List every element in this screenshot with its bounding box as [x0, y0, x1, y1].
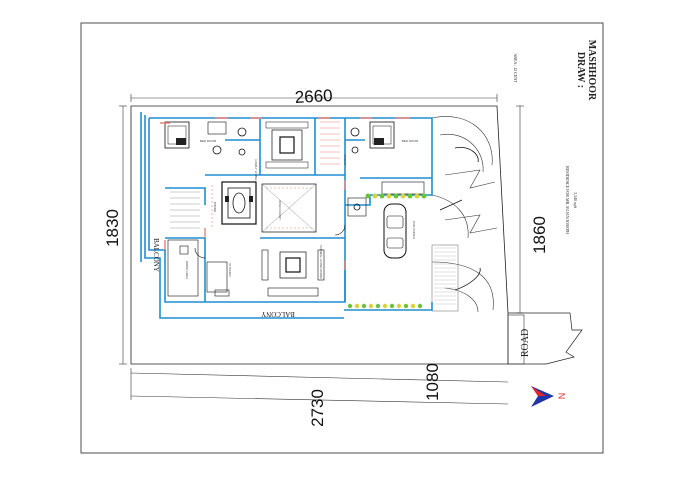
- bedroom-2-label: BED ROOM: [402, 139, 419, 143]
- sitout: [347, 197, 367, 217]
- car-icon: [383, 203, 407, 259]
- dimension-right: 1860: [530, 216, 549, 254]
- dimension-lines: [119, 94, 524, 405]
- upper-living: [265, 121, 340, 169]
- car-porch-label: CAR PORCH: [412, 221, 416, 239]
- bedroom-1: [164, 121, 247, 156]
- work-area-label: WORK AREA: [185, 261, 189, 279]
- balcony-bottom-label: BALCONY: [261, 310, 295, 318]
- driveway: [431, 116, 498, 313]
- author-name: MASHHOOR: [586, 40, 597, 101]
- dining-table: [221, 181, 257, 225]
- door-openings: [160, 117, 410, 270]
- dimension-left: 1830: [103, 209, 122, 247]
- built-area-text: 3,340 sqft: [572, 192, 578, 209]
- open-court-label: OPEN COURT: [278, 200, 282, 220]
- road: ROAD: [507, 312, 583, 365]
- dimension-bottom: 2730: [308, 389, 327, 427]
- north-label: N: [557, 393, 567, 400]
- north-arrow: N: [531, 386, 567, 407]
- formal-living-label: FORMAL LIVING ROOM: [319, 245, 323, 279]
- open-court: [261, 183, 317, 233]
- road-label: ROAD: [520, 329, 531, 357]
- dimension-top: 2660: [294, 86, 333, 107]
- area-text: AREA : 12 CENT: [513, 53, 518, 83]
- kitchen: [167, 239, 230, 297]
- dimension-bottom-right: 1080: [423, 363, 442, 401]
- bedroom-1-label: BED ROOM: [200, 139, 217, 143]
- client-text: RESIDENCE FOR MR. SUJAN JOSEPH: [565, 166, 570, 234]
- sitout-label: SITOUT: [343, 155, 347, 166]
- balcony-left-label: BALCONY: [152, 238, 160, 272]
- staircase: [170, 185, 213, 229]
- dining-label: DINING: [213, 202, 217, 213]
- family-living-label: FAMILY LIVING: [254, 159, 258, 181]
- draw-label: DRAW :: [575, 52, 586, 88]
- kitchen-label: KITCHEN: [228, 263, 232, 276]
- family-living: [261, 249, 325, 297]
- planting: [347, 193, 427, 309]
- title-block: DRAW : MASHHOOR AREA : 12 CENT RESIDENCE…: [513, 40, 597, 234]
- building-walls: [140, 112, 433, 319]
